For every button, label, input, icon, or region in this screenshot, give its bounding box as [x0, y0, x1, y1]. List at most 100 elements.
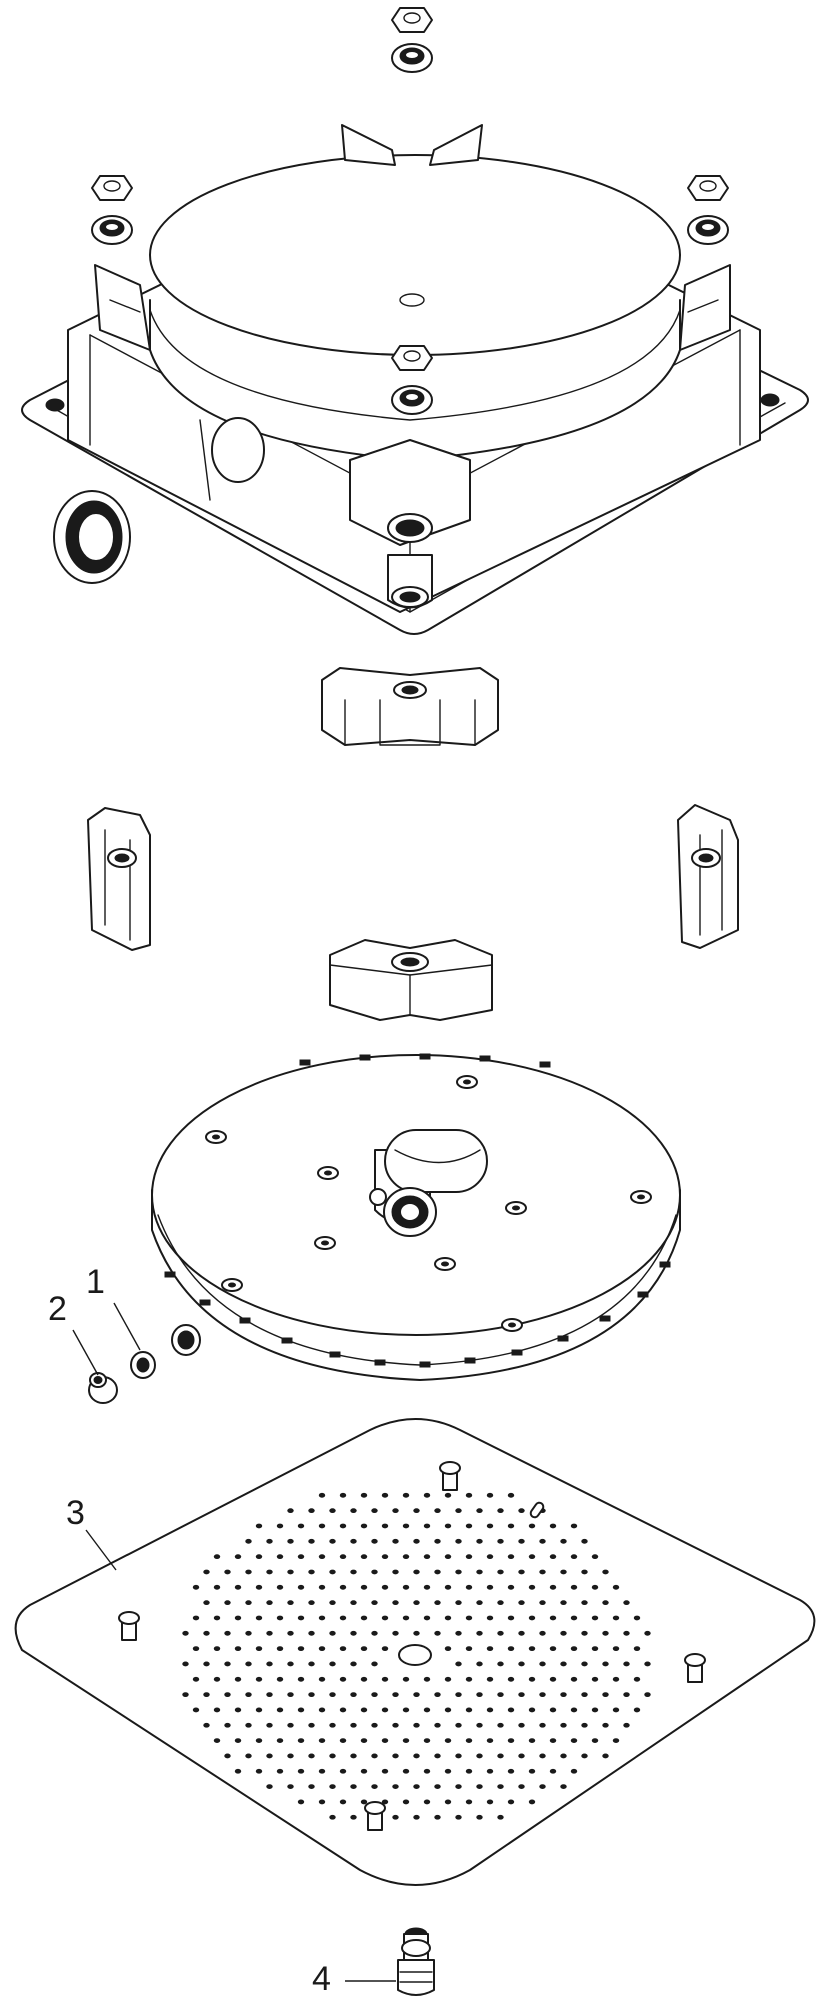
plate-rim-notches	[164, 1053, 671, 1368]
nozzle-hole	[339, 1554, 347, 1560]
nozzle-hole	[371, 1508, 378, 1514]
nozzle-hole	[476, 1784, 483, 1789]
nozzle-hole	[287, 1722, 294, 1728]
nozzle-hole	[381, 1584, 389, 1590]
nozzle-hole	[560, 1661, 567, 1667]
nozzle-hole	[360, 1707, 368, 1713]
nozzle-hole	[329, 1722, 336, 1728]
nozzle-hole	[381, 1615, 389, 1621]
nozzle-hole	[465, 1523, 473, 1529]
nozzle-hole	[287, 1784, 294, 1789]
nozzle-hole	[581, 1661, 588, 1667]
nozzle-hole	[476, 1814, 483, 1820]
nozzle-hole	[623, 1722, 630, 1728]
nozzle-hole	[423, 1676, 431, 1682]
nozzle-hole	[465, 1676, 473, 1682]
nozzle-hole	[255, 1584, 263, 1590]
nozzle-hole	[392, 1814, 399, 1820]
nozzle-hole	[339, 1523, 347, 1529]
leader-line-1	[113, 1302, 141, 1351]
nozzle-hole	[476, 1753, 483, 1759]
nozzle-hole	[213, 1676, 221, 1682]
nozzle-hole	[560, 1784, 567, 1789]
nozzle-hole	[455, 1630, 462, 1636]
nozzle-hole	[287, 1630, 294, 1636]
nozzle-hole	[465, 1768, 473, 1774]
nozzle-hole	[234, 1768, 242, 1774]
nozzle-hole	[360, 1799, 368, 1805]
nozzle-hole	[455, 1508, 462, 1514]
nozzle-hole	[465, 1615, 473, 1621]
nozzle-hole	[192, 1676, 200, 1682]
nozzle-hole	[360, 1554, 368, 1560]
nozzle-hole	[497, 1661, 504, 1667]
nozzle-hole	[455, 1600, 462, 1606]
nozzle-hole	[465, 1738, 473, 1744]
nozzle-hole	[518, 1692, 525, 1698]
nozzle-hole	[423, 1615, 431, 1621]
nozzle-hole	[287, 1753, 294, 1759]
nozzle-hole	[444, 1646, 452, 1652]
nozzle-hole	[570, 1554, 578, 1560]
plate-mounting-holes	[205, 1075, 652, 1332]
nozzle-hole	[350, 1784, 357, 1789]
nozzle-hole	[591, 1615, 599, 1621]
nozzle-hole	[371, 1569, 378, 1575]
nozzle-hole	[245, 1630, 252, 1636]
nozzle-hole	[287, 1692, 294, 1698]
nozzle-hole	[413, 1753, 420, 1759]
nozzle-hole	[444, 1554, 452, 1560]
nozzle-hole	[329, 1538, 336, 1544]
nozzle-hole	[381, 1523, 389, 1529]
nozzle-hole	[434, 1784, 441, 1789]
nozzle-hole	[602, 1600, 609, 1606]
nozzle-hole	[465, 1492, 473, 1498]
nozzle-hole	[255, 1768, 263, 1774]
clip-bracket-right	[677, 804, 739, 949]
nozzle-hole	[518, 1569, 525, 1575]
nozzle-hole	[266, 1569, 273, 1575]
nozzle-hole	[497, 1569, 504, 1575]
nozzle-hole	[423, 1492, 431, 1498]
nozzle-hole	[497, 1538, 504, 1544]
nozzle-hole	[224, 1753, 231, 1759]
nozzle-hole	[486, 1676, 494, 1682]
nozzle-hole	[497, 1784, 504, 1789]
nozzle-hole	[339, 1492, 347, 1498]
part-4-nozzle-fitting	[397, 1927, 435, 1996]
circular-mounting-plate	[151, 1053, 681, 1381]
nozzle-hole	[486, 1615, 494, 1621]
nozzle-hole	[329, 1508, 336, 1514]
central-pipe-connector	[369, 1129, 488, 1237]
nozzle-hole	[392, 1600, 399, 1606]
nozzle-hole	[455, 1661, 462, 1667]
nozzle-hole	[497, 1722, 504, 1728]
nozzle-hole	[612, 1738, 620, 1744]
nozzle-hole	[413, 1722, 420, 1728]
nozzle-hole	[402, 1707, 410, 1713]
nozzle-hole	[476, 1722, 483, 1728]
nozzle-hole	[444, 1676, 452, 1682]
nozzle-hole	[539, 1692, 546, 1698]
nozzle-hole	[518, 1508, 525, 1514]
nozzle-hole	[444, 1492, 452, 1498]
nozzle-hole	[392, 1753, 399, 1759]
nozzle-hole	[318, 1676, 326, 1682]
nozzle-hole	[423, 1738, 431, 1744]
nozzle-hole	[192, 1615, 200, 1621]
nozzle-hole	[287, 1569, 294, 1575]
nozzle-hole	[339, 1738, 347, 1744]
nozzle-hole	[339, 1707, 347, 1713]
nozzle-hole	[381, 1768, 389, 1774]
nozzle-hole	[213, 1707, 221, 1713]
nozzle-hole	[318, 1584, 326, 1590]
nozzle-hole	[402, 1676, 410, 1682]
nozzle-hole	[350, 1692, 357, 1698]
nozzle-hole	[308, 1784, 315, 1789]
nozzle-hole	[560, 1630, 567, 1636]
shower-head-plate	[14, 1418, 816, 1886]
nozzle-hole	[507, 1799, 515, 1805]
nozzle-hole	[318, 1554, 326, 1560]
nozzle-hole	[602, 1692, 609, 1698]
nozzle-hole	[444, 1738, 452, 1744]
